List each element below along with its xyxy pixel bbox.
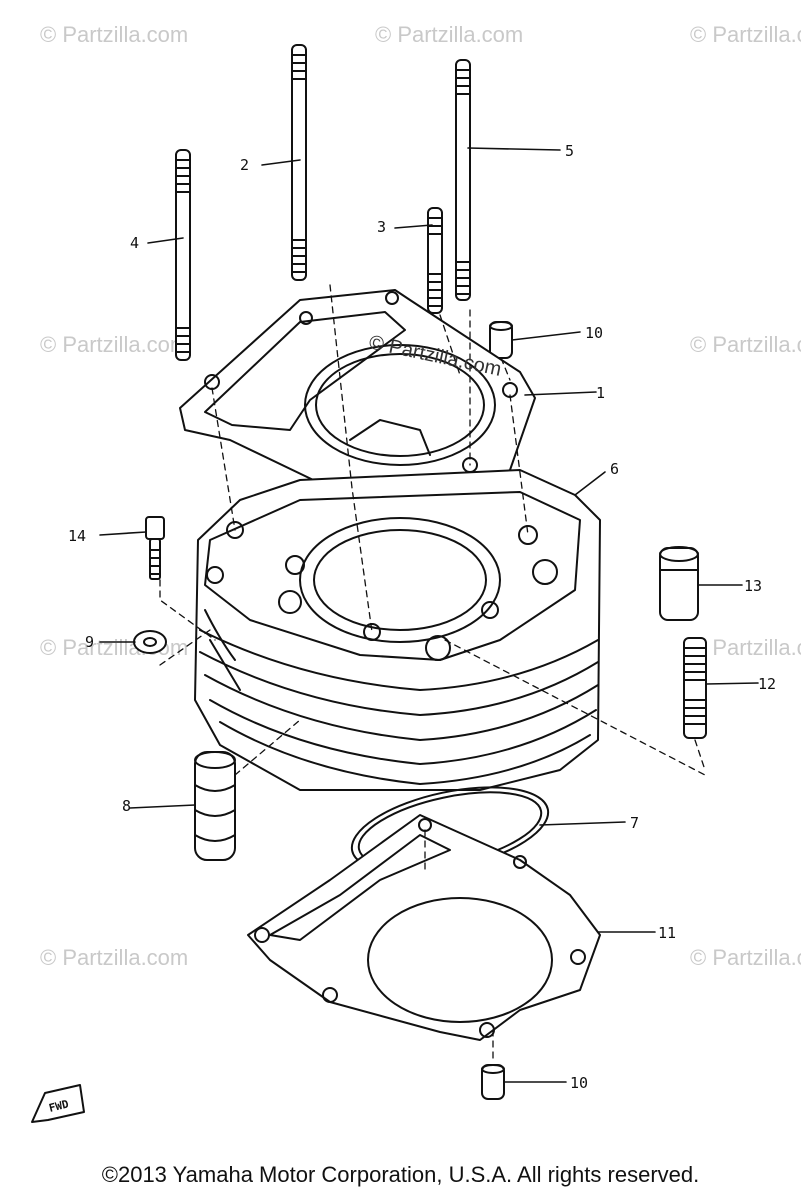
copyright-notice: ©2013 Yamaha Motor Corporation, U.S.A. A…: [101, 1162, 700, 1187]
bolt-14: [145, 516, 165, 580]
stud-bolt-2: [291, 44, 307, 281]
callout-14: 14: [68, 527, 86, 545]
alignment-lines: [159, 284, 706, 1063]
callout-4: 4: [130, 234, 139, 252]
watermark: © Partzilla.com: [40, 22, 188, 47]
stud-bolt-3: [427, 207, 443, 314]
watermark: © Partzilla.com: [375, 22, 523, 47]
callout-13: 13: [744, 577, 762, 595]
callout-12: 12: [758, 675, 776, 693]
callout-5: 5: [565, 142, 574, 160]
fwd-label: FWD: [48, 1097, 71, 1115]
callout-8: 8: [122, 797, 131, 815]
dowel-pin-bottom: [481, 1064, 505, 1100]
callout-11: 11: [658, 924, 676, 942]
watermark: © Partzilla.com: [40, 332, 188, 357]
stud-bolt-4: [175, 149, 191, 361]
pin-13: [659, 546, 699, 621]
callout-10-bottom: 10: [570, 1074, 588, 1092]
callout-7: 7: [630, 814, 639, 832]
callout-9: 9: [85, 633, 94, 651]
watermark: © Partzilla.com: [690, 635, 801, 660]
head-gasket: [179, 289, 536, 501]
watermark: © Partzilla.com: [690, 945, 801, 970]
fwd-arrow-icon: [31, 1084, 85, 1123]
base-gasket: [247, 814, 601, 1041]
watermark: © Partzilla.com: [40, 945, 188, 970]
dowel-pin-top: [489, 321, 513, 359]
watermark: © Partzilla.com: [690, 22, 801, 47]
stud-12: [683, 637, 707, 739]
callout-10-top: 10: [585, 324, 603, 342]
callout-1: 1: [596, 384, 605, 402]
watermark: © Partzilla.com: [690, 332, 801, 357]
callout-3: 3: [377, 218, 386, 236]
callout-labels: 1 2 3 4 5 6 7 8 9 10 10 11 12 13 14: [68, 142, 776, 1092]
cylinder-body: [194, 469, 601, 791]
callout-2: 2: [240, 156, 249, 174]
stud-bolt-5: [455, 59, 471, 301]
washer-9: [133, 630, 167, 654]
leader-lines: [99, 147, 759, 1083]
callout-6: 6: [610, 460, 619, 478]
pin-8: [194, 751, 236, 861]
